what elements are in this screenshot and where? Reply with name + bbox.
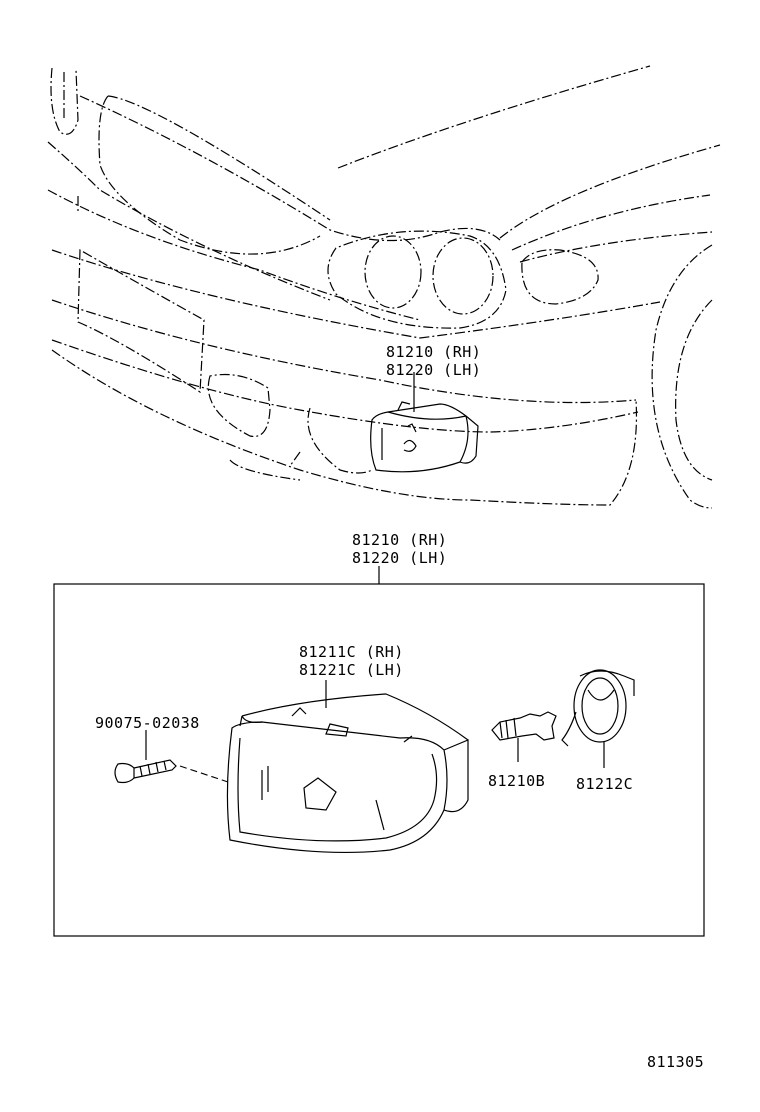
mid-part-rh-label: 81210 (RH): [352, 531, 448, 549]
screw: [114, 730, 229, 784]
fog-lamp-assembly: [226, 680, 469, 854]
lens-lh-label: 81221C (LH): [299, 661, 404, 679]
top-part-lh-label: 81220 (LH): [386, 361, 482, 379]
mid-part-lh-label: 81220 (LH): [352, 549, 448, 567]
car-front-outline: [47, 65, 721, 509]
fog-lamp-on-car: [370, 372, 479, 473]
figure-number: 811305: [647, 1053, 705, 1071]
bulb: [491, 711, 557, 762]
top-part-rh-label: 81210 (RH): [386, 343, 482, 361]
socket-label: 81212C: [576, 775, 634, 793]
lens-rh-label: 81211C (RH): [299, 643, 404, 661]
socket: [561, 669, 635, 768]
screw-label: 90075-02038: [95, 714, 200, 732]
detail-box: [53, 583, 705, 937]
bulb-label: 81210B: [488, 772, 546, 790]
